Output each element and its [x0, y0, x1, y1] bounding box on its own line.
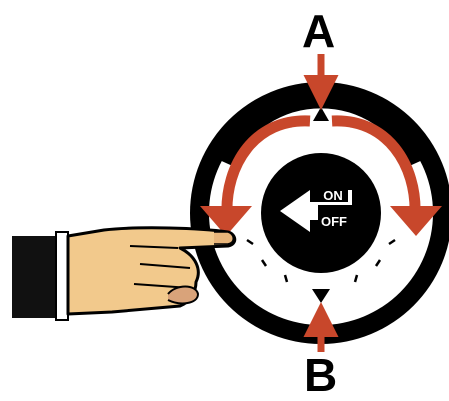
knob-on-label: ON: [323, 188, 343, 203]
inner-knob: [261, 153, 381, 273]
hand-sleeve: [12, 236, 56, 318]
hand-thumb-nail: [168, 287, 198, 304]
label-b: B: [304, 352, 337, 398]
fingertip-nail: [214, 232, 233, 244]
pointing-hand-icon: [12, 228, 235, 320]
knob-off-label: OFF: [321, 214, 347, 229]
hand-cuff: [56, 232, 68, 320]
label-a: A: [302, 8, 335, 54]
